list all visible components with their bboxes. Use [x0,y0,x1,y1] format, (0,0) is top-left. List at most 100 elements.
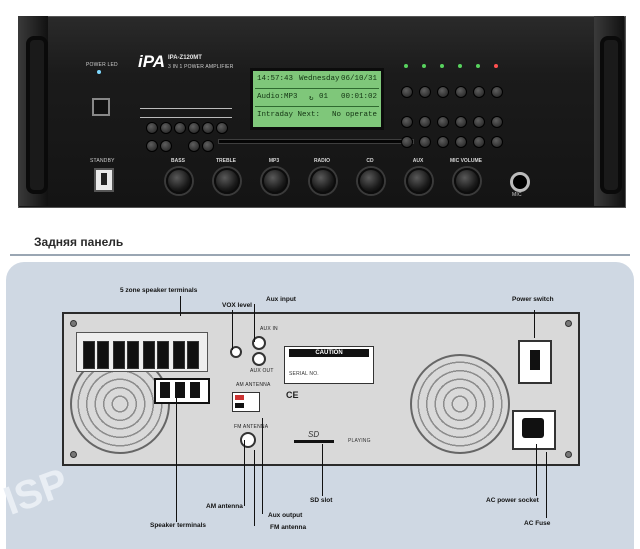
keypad-button[interactable] [455,136,467,148]
keypad-button[interactable] [419,116,431,128]
lcd-elapsed: 00:01:02 [340,93,377,101]
vox-level-trim[interactable] [230,346,242,358]
source-button[interactable] [188,140,200,152]
serial-label: SERIAL NO. [289,371,319,377]
radio-knob[interactable] [310,168,336,194]
knob-label-bass: BASS [171,158,185,164]
zone-button[interactable] [491,86,503,98]
ac-power-socket[interactable] [512,410,556,450]
lcd-next-label: Intraday Next: [257,111,321,119]
zone-button[interactable] [419,86,431,98]
am-antenna-terminal[interactable] [232,392,260,412]
source-button[interactable] [174,122,186,134]
speaker-terminal[interactable] [127,341,139,369]
speaker-terminal[interactable] [157,341,169,369]
keypad-button[interactable] [473,116,485,128]
section-heading-text: Задняя панель [34,235,124,249]
callout-line [262,418,263,514]
lcd-next-value: No operate [331,111,377,119]
caution-sticker: CAUTION SERIAL NO. [284,346,374,384]
main-speaker-terminals[interactable] [154,378,210,404]
lcd-mode: Audio:MP3 [257,93,298,101]
cd-knob[interactable] [358,168,384,194]
aux-in-jack[interactable] [252,336,266,350]
ce-mark: CE [286,390,299,400]
knob-label-aux: AUX [412,158,424,164]
source-button[interactable] [188,122,200,134]
front-panel: POWER LED STANDBY iPA IPA-Z120MT 3 IN 1 … [0,0,640,220]
keypad-button[interactable] [437,136,449,148]
zone-button[interactable] [473,86,485,98]
speaker-terminal[interactable] [173,341,185,369]
rear-panel: AUX IN AUX OUT AM ANTENNA FM ANTENNA CAU… [62,312,580,466]
zone-led [476,64,480,68]
aux-out-jack[interactable] [252,352,266,366]
source-button[interactable] [146,122,158,134]
section-heading: Задняя панель [10,227,630,256]
left-rack-ear [18,16,48,206]
standby-label: STANDBY [90,158,115,164]
zone-button[interactable] [455,86,467,98]
standby-switch[interactable] [94,168,114,192]
panel-screw [70,451,77,458]
callout-am-antenna: AM antenna [206,503,243,510]
fm-antenna-label: FM ANTENNA [234,424,269,430]
speaker-terminal[interactable] [113,341,125,369]
mic-jack[interactable] [510,172,530,192]
right-fan-grille [410,354,510,454]
zone-button[interactable] [401,86,413,98]
cd-slot[interactable] [218,139,414,144]
source-button[interactable] [216,122,228,134]
zone-led [422,64,426,68]
sd-logo: SD [308,430,320,439]
callout-aux-output: Aux output [268,512,303,519]
bass-knob[interactable] [166,168,192,194]
keypad-button[interactable] [419,136,431,148]
keypad-button[interactable] [455,116,467,128]
mp3-knob[interactable] [262,168,288,194]
source-button-cluster [140,108,240,152]
callout-line [180,296,181,316]
knob-label-treble: TREBLE [216,158,236,164]
source-button[interactable] [146,140,158,152]
panel-screw [565,451,572,458]
power-led [97,70,101,74]
speaker-terminal[interactable] [187,341,199,369]
mic-volume-knob[interactable] [454,168,480,194]
keypad-button[interactable] [473,136,485,148]
model-name: IPA-Z120MT [168,55,202,61]
keypad-button[interactable] [437,116,449,128]
keypad-button[interactable] [491,136,503,148]
source-button[interactable] [202,140,214,152]
aux-knob[interactable] [406,168,432,194]
knob-label-mp3: MP3 [268,158,280,164]
sd-slot[interactable] [294,440,334,443]
power-switch[interactable] [518,340,552,384]
fm-antenna-jack[interactable] [240,432,256,448]
source-button[interactable] [160,140,172,152]
keypad-button[interactable] [491,116,503,128]
keypad-button[interactable] [401,136,413,148]
callout-line [546,452,547,518]
knob-label-cd: CD [366,158,374,164]
source-button[interactable] [160,122,172,134]
power-led-label: POWER LED [86,62,118,68]
keypad-button[interactable] [401,116,413,128]
callout-sd-slot: SD slot [310,497,333,504]
callout-fm-antenna: FM antenna [270,524,307,531]
speaker-terminal[interactable] [83,341,95,369]
speaker-terminal[interactable] [143,341,155,369]
lcd-date: 06/10/31 [340,75,377,83]
callout-line [536,444,537,496]
callout-speaker-terminals: Speaker terminals [150,522,207,529]
speaker-terminal[interactable] [97,341,109,369]
zone-button[interactable] [437,86,449,98]
source-button[interactable] [202,122,214,134]
caution-text: CAUTION [289,349,369,357]
aux-out-label: AUX OUT [250,368,274,374]
treble-knob[interactable] [214,168,240,194]
right-rack-ear [594,16,624,206]
lcd-time: 14:57:43 [257,75,294,83]
model-subtitle: 3 IN 1 POWER AMPLIFIER [168,64,234,70]
callout-power-switch: Power switch [512,296,554,303]
